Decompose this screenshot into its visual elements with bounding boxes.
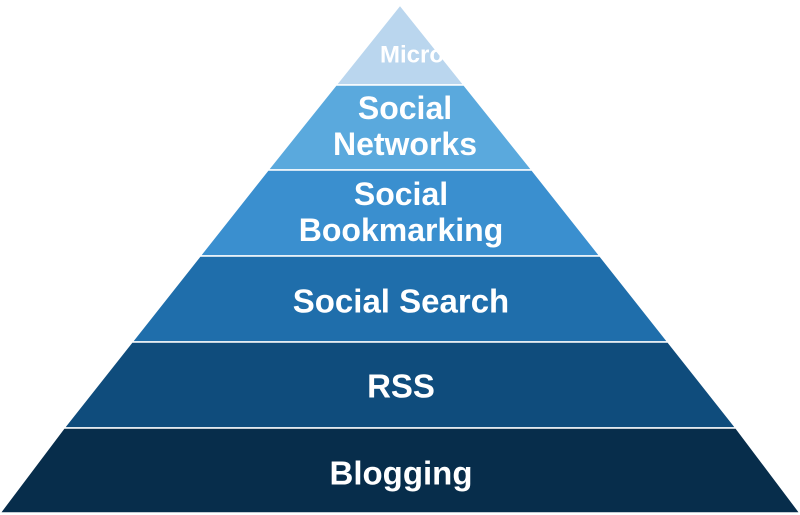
tier-social-networks-label-line-1: Social [358,90,452,126]
tier-social-networks-label-line-2: Networks [333,126,477,162]
tier-blogging-label: Blogging [330,455,473,492]
pyramid-tier-blogging: Blogging [0,427,800,514]
tier-micro-label: Micro [380,42,444,69]
tier-blogging-shape [0,427,800,514]
tier-social-bookmarking-label-line-1: Social [354,176,448,212]
pyramid-tier-rss: RSS [62,341,738,429]
tier-social-search-label: Social Search [293,283,509,320]
pyramid-tier-social-bookmarking: Social Bookmarking [198,169,602,257]
pyramid-tier-social-search: Social Search [130,255,670,343]
pyramid-tier-micro: Micro [334,3,466,86]
tier-social-bookmarking-label-line-2: Bookmarking [299,212,503,248]
tier-rss-label: RSS [367,368,435,405]
pyramid-tier-social-networks: Social Networks [266,84,534,171]
